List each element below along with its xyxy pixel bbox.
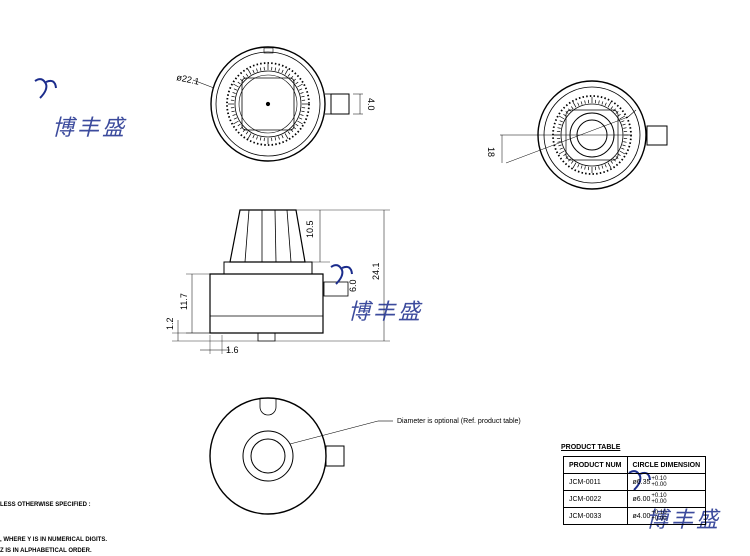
circle-dimension-cell: ø4.00+0.10+0.00 — [626, 507, 707, 525]
tolerance-upper: +0.10 — [651, 493, 667, 499]
tolerance-lower: +0.00 — [651, 499, 667, 505]
note-line: , WHERE Y IS IN NUMERICAL DIGITS. — [0, 537, 108, 543]
dimension-value: ø6.00 — [632, 495, 651, 503]
watermark-logo-icon — [330, 264, 353, 285]
top-tab-dimension-label: 4.0 — [366, 98, 376, 111]
right-view — [500, 80, 668, 190]
product-num-cell: JCM-0011 — [563, 473, 628, 491]
bottom-view — [209, 397, 393, 515]
height-total-label: 24.1 — [371, 262, 381, 280]
watermark-text: 博丰盛 — [348, 300, 424, 325]
product-table: PRODUCT NUM CIRCLE DIMENSION JCM-0011 ø6… — [563, 456, 707, 525]
top-diameter-label: ø22.1 — [176, 72, 201, 87]
dimension-value: ø4.00 — [632, 512, 651, 520]
circle-dimension-cell: ø6.00+0.10+0.00 — [626, 490, 707, 508]
side-view — [172, 209, 390, 354]
table-row: JCM-0022 ø6.00+0.10+0.00 — [563, 490, 707, 508]
product-num-cell: JCM-0033 — [563, 507, 628, 525]
tolerance-lower: +0.00 — [651, 516, 667, 522]
circle-dimension-cell: ø6.35+0.10+0.00 — [626, 473, 707, 491]
right-dial-ticks — [554, 97, 630, 173]
watermark-text: 博丰盛 — [52, 116, 128, 141]
tolerance: +0.10+0.00 — [651, 476, 666, 488]
right-angle-label: 18 — [486, 147, 496, 157]
dimension-value: ø6.35 — [632, 478, 651, 486]
tolerance-upper: +0.10 — [651, 510, 667, 516]
tolerance: +0.10+0.00 — [651, 493, 666, 505]
product-num-cell: JCM-0022 — [563, 490, 628, 508]
product-table-title: PRODUCT TABLE — [561, 444, 621, 451]
diameter-callout: Diameter is optional (Ref. product table… — [397, 418, 521, 425]
watermark-logo-icon — [34, 78, 57, 99]
height-tab-label: 6.0 — [348, 279, 358, 292]
table-row: JCM-0033 ø4.00+0.10+0.00 — [563, 507, 707, 525]
tolerance: +0.10+0.00 — [651, 510, 666, 522]
top-view — [192, 46, 363, 162]
svg-text:ø22.1: ø22.1 — [176, 72, 201, 87]
table-header: CIRCLE DIMENSION — [626, 456, 707, 474]
height-upper-label: 10.5 — [305, 220, 315, 238]
note-line: Z IS IN ALPHABETICAL ORDER. — [0, 548, 92, 554]
height-lower-label: 11.7 — [179, 293, 189, 310]
note-line: LESS OTHERWISE SPECIFIED : — [0, 502, 91, 508]
table-header: PRODUCT NUM — [563, 456, 628, 474]
base-offset-label: 1.6 — [226, 345, 239, 355]
tolerance-upper: +0.10 — [651, 476, 667, 482]
table-header-row: PRODUCT NUM CIRCLE DIMENSION — [563, 456, 707, 474]
height-base-label: 1.2 — [165, 317, 175, 330]
top-dial-ticks — [228, 64, 308, 144]
tolerance-lower: +0.00 — [651, 482, 667, 488]
table-row: JCM-0011 ø6.35+0.10+0.00 — [563, 473, 707, 491]
